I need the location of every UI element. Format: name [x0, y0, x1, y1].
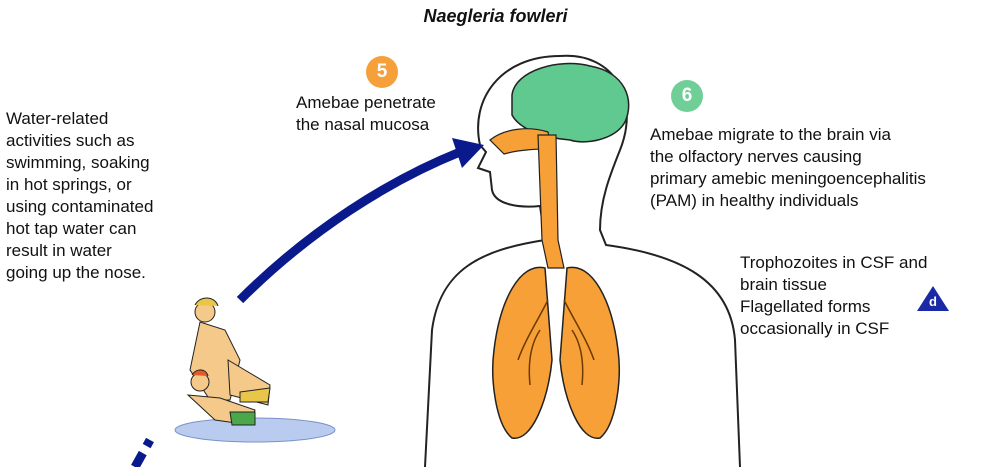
diagram-title: Naegleria fowleri [423, 6, 568, 26]
step-6-text: Amebae migrate to the brain via the olfa… [650, 125, 926, 210]
water-activities-text: Water-related activities such as swimmin… [6, 109, 154, 282]
bronchi [517, 299, 595, 386]
diagnostic-text: Trophozoites in CSF and brain tissue Fla… [740, 253, 928, 338]
step-5-badge: 5 [366, 56, 398, 88]
airway [489, 128, 565, 269]
lungs [492, 266, 620, 439]
step-6-badge: 6 [671, 80, 703, 112]
diagnostic-letter: d [929, 294, 937, 309]
step-5-text: Amebae penetrate the nasal mucosa [296, 93, 436, 134]
arrow [236, 147, 462, 304]
diagnostic-triangle [917, 286, 949, 311]
swimmer-illustration [174, 297, 336, 443]
dashed-arrow [131, 437, 154, 467]
arrow-head [452, 138, 484, 168]
